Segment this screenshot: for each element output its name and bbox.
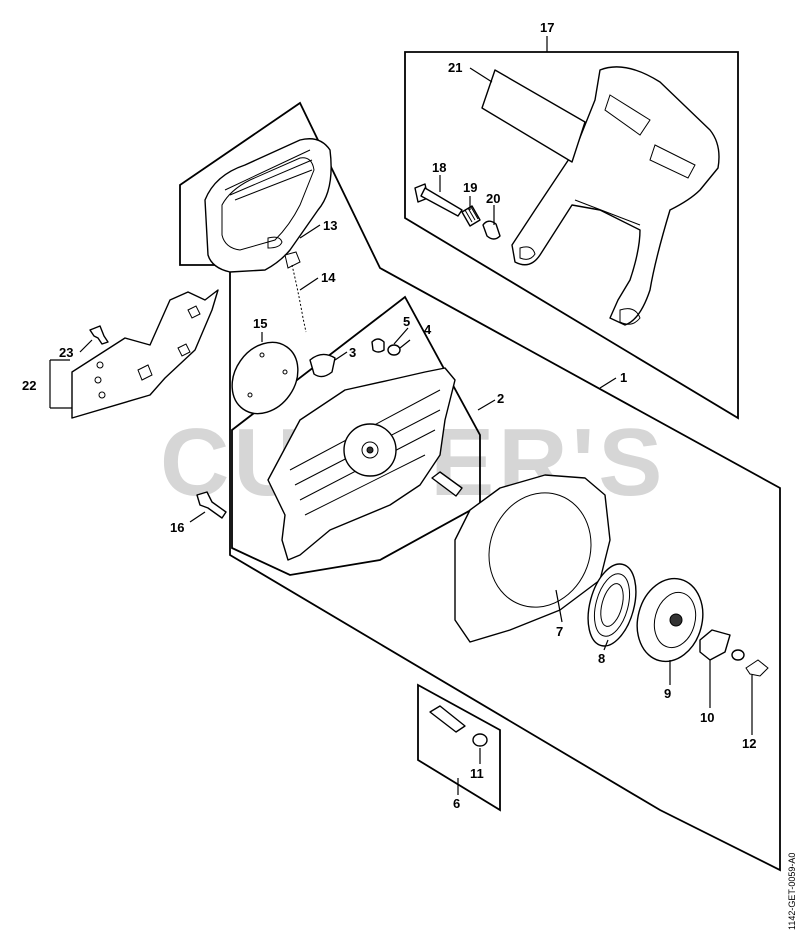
callout-20: 20 [486, 191, 500, 206]
reference-code: 1142-GET-0059-A0 [787, 853, 797, 930]
side-plate-part [71, 289, 219, 419]
cable-part [291, 264, 307, 333]
callout-11: 11 [470, 766, 484, 781]
starter-cover-part [454, 474, 611, 643]
pin-part [431, 471, 463, 497]
spring-clip-part-12 [745, 659, 769, 677]
assembly-outline-2 [231, 295, 481, 576]
pin-part-6 [429, 705, 466, 733]
callout-14: 14 [321, 270, 336, 285]
ring-part [731, 649, 745, 661]
spring-part-19 [461, 205, 481, 227]
callout-18: 18 [432, 160, 446, 175]
label-sticker-part [481, 69, 586, 163]
callout-23: 23 [59, 345, 73, 360]
callout-13: 13 [323, 218, 337, 233]
callout-7: 7 [556, 624, 563, 639]
callout-2: 2 [497, 391, 504, 406]
washer-part-11 [472, 733, 488, 747]
sleeve-part-20 [482, 220, 501, 240]
callout-labels: 17 21 18 19 20 13 14 15 5 4 3 23 22 1 2 … [22, 20, 756, 811]
leader-lines [49, 36, 753, 795]
callout-15: 15 [253, 316, 267, 331]
assembly-outline-1 [179, 101, 781, 872]
handle-part [204, 138, 332, 273]
rewind-spring-part [587, 563, 637, 647]
fan-housing-part [267, 367, 456, 561]
screw-part-5 [371, 338, 385, 353]
callout-8: 8 [598, 651, 605, 666]
callout-21: 21 [448, 60, 462, 75]
assembly-outline-17 [404, 51, 739, 420]
hand-guard-part [511, 66, 720, 326]
callout-6: 6 [453, 796, 460, 811]
screw-part-18 [414, 183, 463, 217]
callout-9: 9 [664, 686, 671, 701]
screw-part-16 [196, 491, 227, 519]
callout-3: 3 [349, 345, 356, 360]
screw-part-23 [89, 325, 109, 345]
callout-22: 22 [22, 378, 36, 393]
callout-16: 16 [170, 520, 184, 535]
callout-17: 17 [540, 20, 554, 35]
assembly-outline-6 [417, 683, 501, 812]
grommet-part-3 [309, 353, 336, 378]
callout-1: 1 [620, 370, 627, 385]
callout-10: 10 [700, 710, 714, 725]
rope-rotor-part [636, 577, 704, 663]
callout-12: 12 [742, 736, 756, 751]
callout-5: 5 [403, 314, 410, 329]
callout-19: 19 [463, 180, 477, 195]
washer-part-4 [387, 344, 401, 356]
disc-part-15 [231, 341, 299, 415]
pawl-part-10 [699, 629, 731, 661]
callout-4: 4 [424, 322, 432, 337]
